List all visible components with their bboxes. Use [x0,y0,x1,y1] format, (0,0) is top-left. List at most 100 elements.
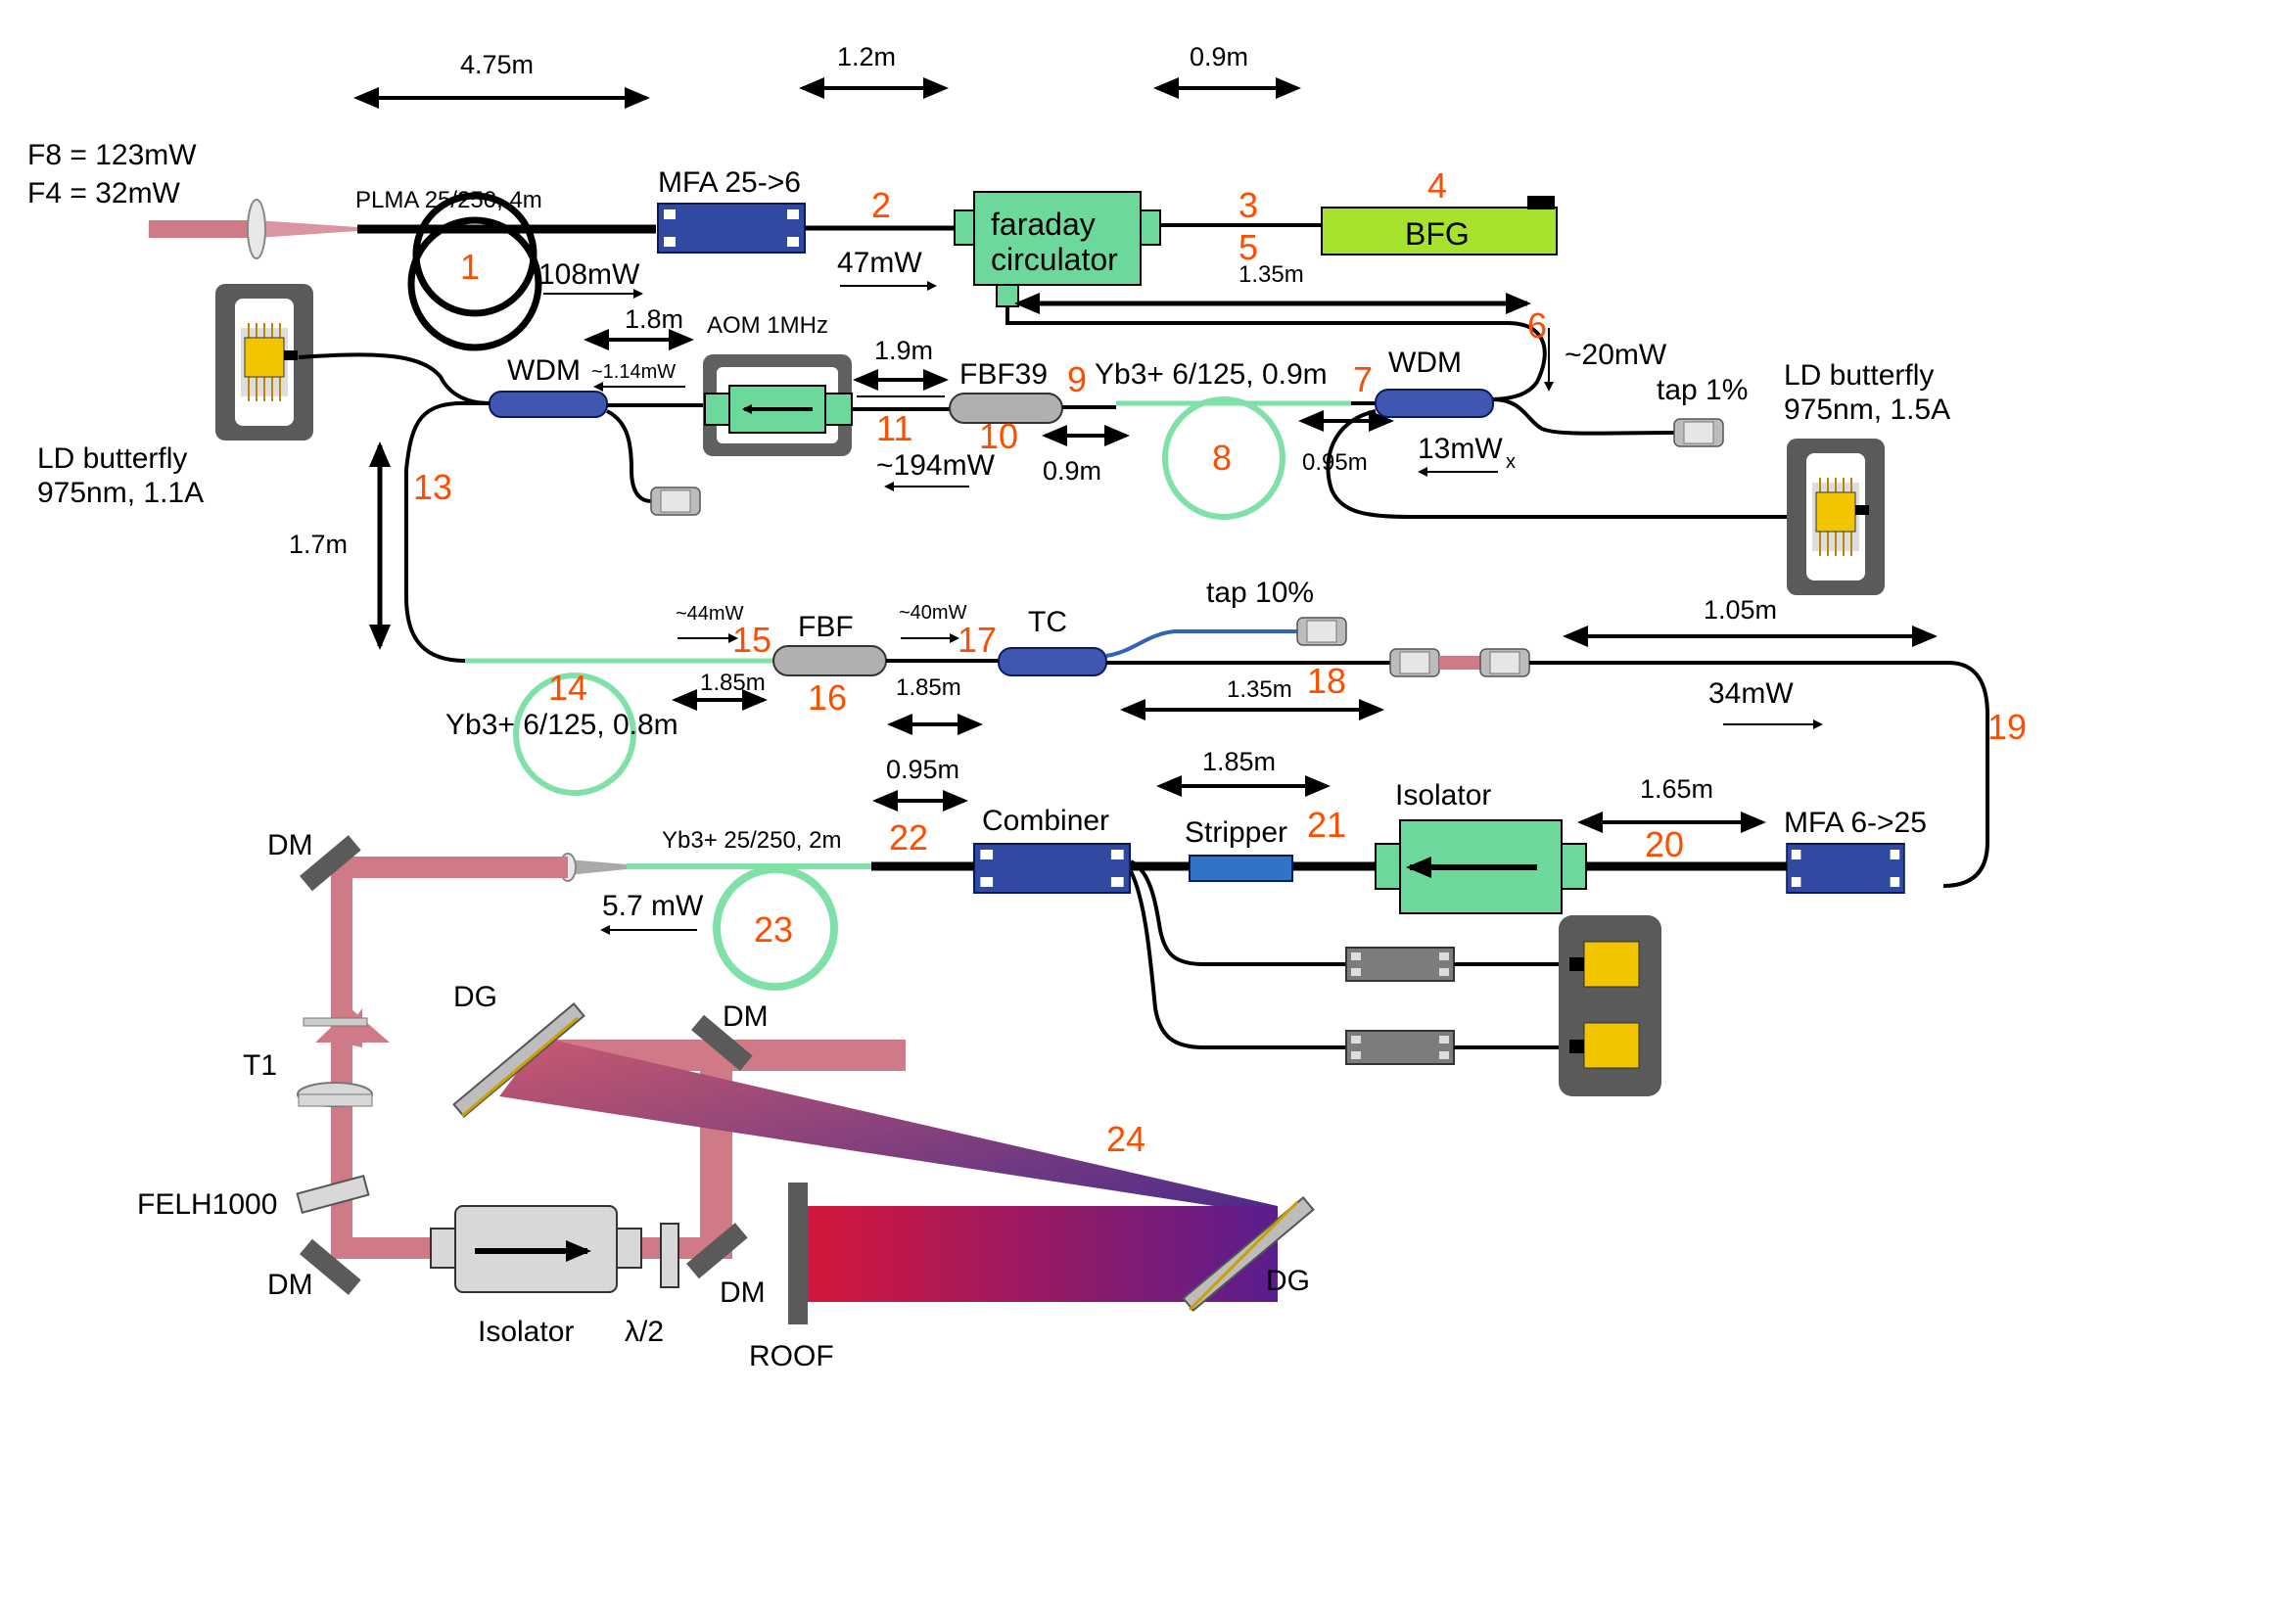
dm-bottom-right [686,1223,748,1279]
ld-butterfly-right [1786,438,1886,596]
mfa1-label: MFA 25->6 [658,166,801,199]
fiber-end-cap-tap10 [1296,617,1347,646]
plma-fiber [357,192,656,351]
marker-4: 4 [1427,165,1447,206]
len-1-9m: 1.9m [874,336,933,365]
marker-6: 6 [1527,305,1547,346]
marker-8: 8 [1212,438,1232,478]
t1-label: T1 [243,1049,277,1082]
fbf39-label: FBF39 [959,358,1048,391]
mfa-25-6 [657,203,806,254]
connector-left [1389,648,1440,677]
wdm-left [489,391,608,418]
marker-9: 9 [1067,359,1087,399]
wdm-right [1375,389,1494,418]
half-wave-plate [660,1223,679,1288]
tc-label: TC [1028,606,1067,638]
fbf [772,645,887,676]
fiber-end-cap-1 [650,487,701,516]
marker-23: 23 [754,909,793,950]
ld-butterfly-left [214,283,314,441]
power-194mw: ~194mW [876,449,996,482]
dm-mid-label: DM [723,1000,769,1033]
power-f8: F8 = 123mW [27,139,197,171]
power-13mw-sub: x [1506,451,1516,473]
mfa-6-25 [1786,843,1905,894]
marker-24: 24 [1106,1119,1145,1159]
len-1-8m: 1.8m [625,304,683,334]
len-0-95m-b: 0.95m [886,755,959,784]
len-1-85m-a: 1.85m [700,670,766,696]
dg-top-label: DG [453,981,497,1013]
marker-19: 19 [1987,707,2027,747]
marker-16: 16 [808,677,847,718]
ld-left-label-1: LD butterfly [37,442,187,475]
marker-18: 18 [1307,661,1346,701]
diffraction-grating-top [452,1002,585,1118]
marker-21: 21 [1307,805,1346,845]
isolator-fiber-label: Isolator [1395,779,1491,812]
len-1-35m: 1.35m [1227,676,1292,703]
len-0-95m: 0.95m [1302,449,1368,476]
marker-1: 1 [460,247,480,287]
roof-mirror [788,1183,808,1324]
power-34mw: 34mW [1708,677,1794,710]
pump-diode-pair [1559,915,1661,1096]
aom-label: AOM 1MHz [707,312,828,339]
tc [998,647,1107,676]
isolator-free-label: Isolator [478,1316,574,1348]
power-20mw: ~20mW [1565,339,1667,371]
fiber-end-cap-tap1 [1673,418,1724,447]
dm-top-label: DM [267,829,313,861]
marker-17: 17 [958,620,997,660]
marker-2: 2 [871,185,891,225]
yb-0-8m-label: Yb3+ 6/125, 0.8m [445,709,678,741]
len-4-75m: 4.75m [460,50,534,79]
ld-left-label-2: 975nm, 1.1A [37,477,204,509]
power-47mw: 47mW [837,247,922,279]
len-1-05m: 1.05m [1704,595,1777,625]
yb-0-9m-label: Yb3+ 6/125, 0.9m [1095,358,1328,391]
lens-t1 [297,1017,373,1107]
len-1-2m: 1.2m [837,42,896,71]
pump-combiner-device-2 [1345,1030,1455,1065]
felh-label: FELH1000 [137,1188,277,1221]
fbf-label: FBF [798,611,854,643]
plma-label: PLMA 25/250, 4m [355,187,542,213]
connector-right [1479,648,1530,677]
power-108mw: 108mW [538,258,640,291]
marker-14: 14 [548,668,587,708]
input-beam [149,199,357,259]
power-f4: F4 = 32mW [27,177,181,209]
aom [703,354,853,456]
len-1-7m: 1.7m [289,530,348,559]
marker-11: 11 [876,408,912,448]
marker-13: 13 [413,467,452,507]
len-0-9m-top: 0.9m [1190,42,1248,71]
dm-mid [691,1014,753,1071]
spectral-beams [499,1038,1278,1302]
len-1-65m: 1.65m [1640,774,1713,804]
marker-7: 7 [1353,359,1373,399]
ld-right-label-1: LD butterfly [1784,359,1934,392]
power-13mw: 13mW [1418,433,1503,465]
power-44mw: ~44mW [676,603,744,625]
len-1-85m-b: 1.85m [896,674,961,701]
marker-5: 5 [1238,227,1258,267]
len-1-35m-top: 1.35m [1238,261,1304,288]
stripper-label: Stripper [1185,816,1287,849]
ld-right-label-2: 975nm, 1.5A [1784,394,1950,426]
roof-label: ROOF [749,1340,834,1372]
faraday-label-2: circulator [991,242,1118,277]
pump-combiner-device-1 [1345,947,1455,982]
combiner [972,842,1132,895]
len-0-9m: 0.9m [1043,456,1101,486]
felh1000-filter [296,1175,370,1214]
power-1-14mw: ~1.14mW [591,361,676,383]
marker-20: 20 [1645,824,1684,864]
marker-15: 15 [732,620,771,660]
power-5-7mw: 5.7 mW [602,890,704,922]
faraday-circulator [954,191,1161,307]
len-1-85m-c: 1.85m [1202,747,1276,776]
